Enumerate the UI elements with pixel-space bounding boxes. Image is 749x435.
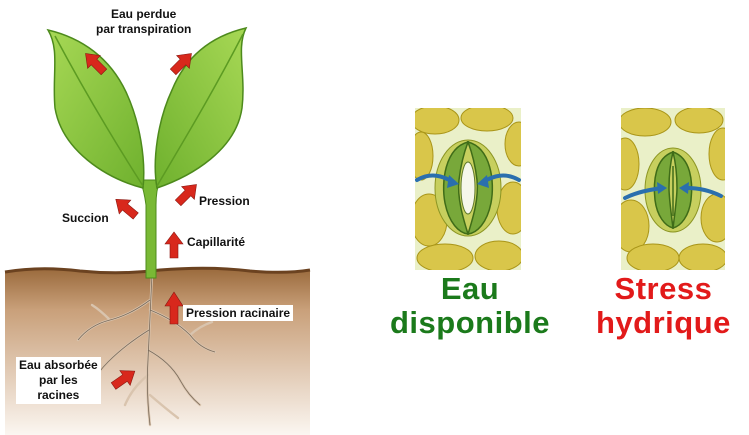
transpiration-label: Eau perdue par transpiration: [96, 7, 191, 37]
water-stress-label: Stress hydrique: [596, 272, 731, 340]
stoma-closed-illustration: [621, 108, 725, 270]
capillarity-arrow: [165, 232, 183, 258]
soil: [5, 268, 310, 435]
absorbed-water-label-text: Eau absorbée par les racines: [19, 358, 98, 402]
plant-stem: [140, 180, 160, 278]
water-available-label: Eau disponible: [390, 272, 550, 340]
absorbed-water-label: Eau absorbée par les racines: [16, 357, 101, 404]
pressure-label: Pression: [199, 194, 250, 208]
suction-label: Succion: [62, 211, 109, 225]
suction-arrow: [110, 192, 141, 223]
right-leaf: [155, 28, 246, 188]
capillarity-label: Capillarité: [187, 235, 245, 249]
stoma-open-illustration: [415, 108, 521, 270]
transpiration-label-text: Eau perdue par transpiration: [96, 7, 191, 36]
root-pressure-label: Pression racinaire: [183, 305, 293, 321]
